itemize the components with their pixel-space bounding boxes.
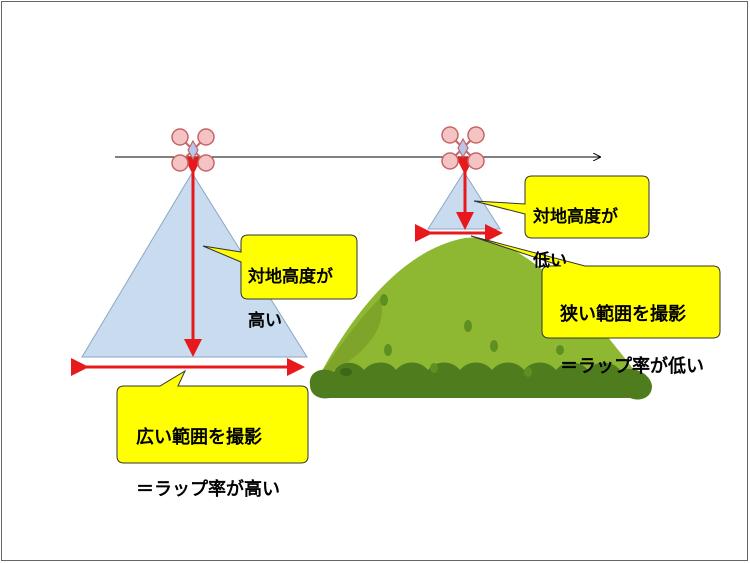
callout-narrow-range-line2: ＝ラップ率が低い [560,356,704,377]
callout-wide-range-line1: 広い範囲を撮影 [136,427,262,448]
callout-narrow-range [470,235,721,339]
callout-high-altitude-line2: 高い [248,311,282,331]
callout-narrow-range-text: 狭い範囲を撮影 ＝ラップ率が低い [560,276,704,406]
callout-low-altitude-line2: 低い [533,251,567,271]
callout-wide-range-line2: ＝ラップ率が高い [136,479,280,500]
callout-wide-range-text: 広い範囲を撮影 ＝ラップ率が高い [136,399,280,529]
hill-illustration [309,237,652,400]
drone-icon [171,128,215,172]
drone-icon [441,126,485,170]
callout-high-altitude-text: 対地高度が 高い [248,244,333,354]
callout-low-altitude [473,175,650,239]
callout-wide-range [116,369,309,464]
callout-high-altitude-line1: 対地高度が [248,267,333,287]
callout-low-altitude-text: 対地高度が 低い [533,184,618,294]
callout-high-altitude [202,234,358,300]
callout-low-altitude-line1: 対地高度が [533,207,618,227]
callout-narrow-range-line1: 狭い範囲を撮影 [560,304,686,325]
